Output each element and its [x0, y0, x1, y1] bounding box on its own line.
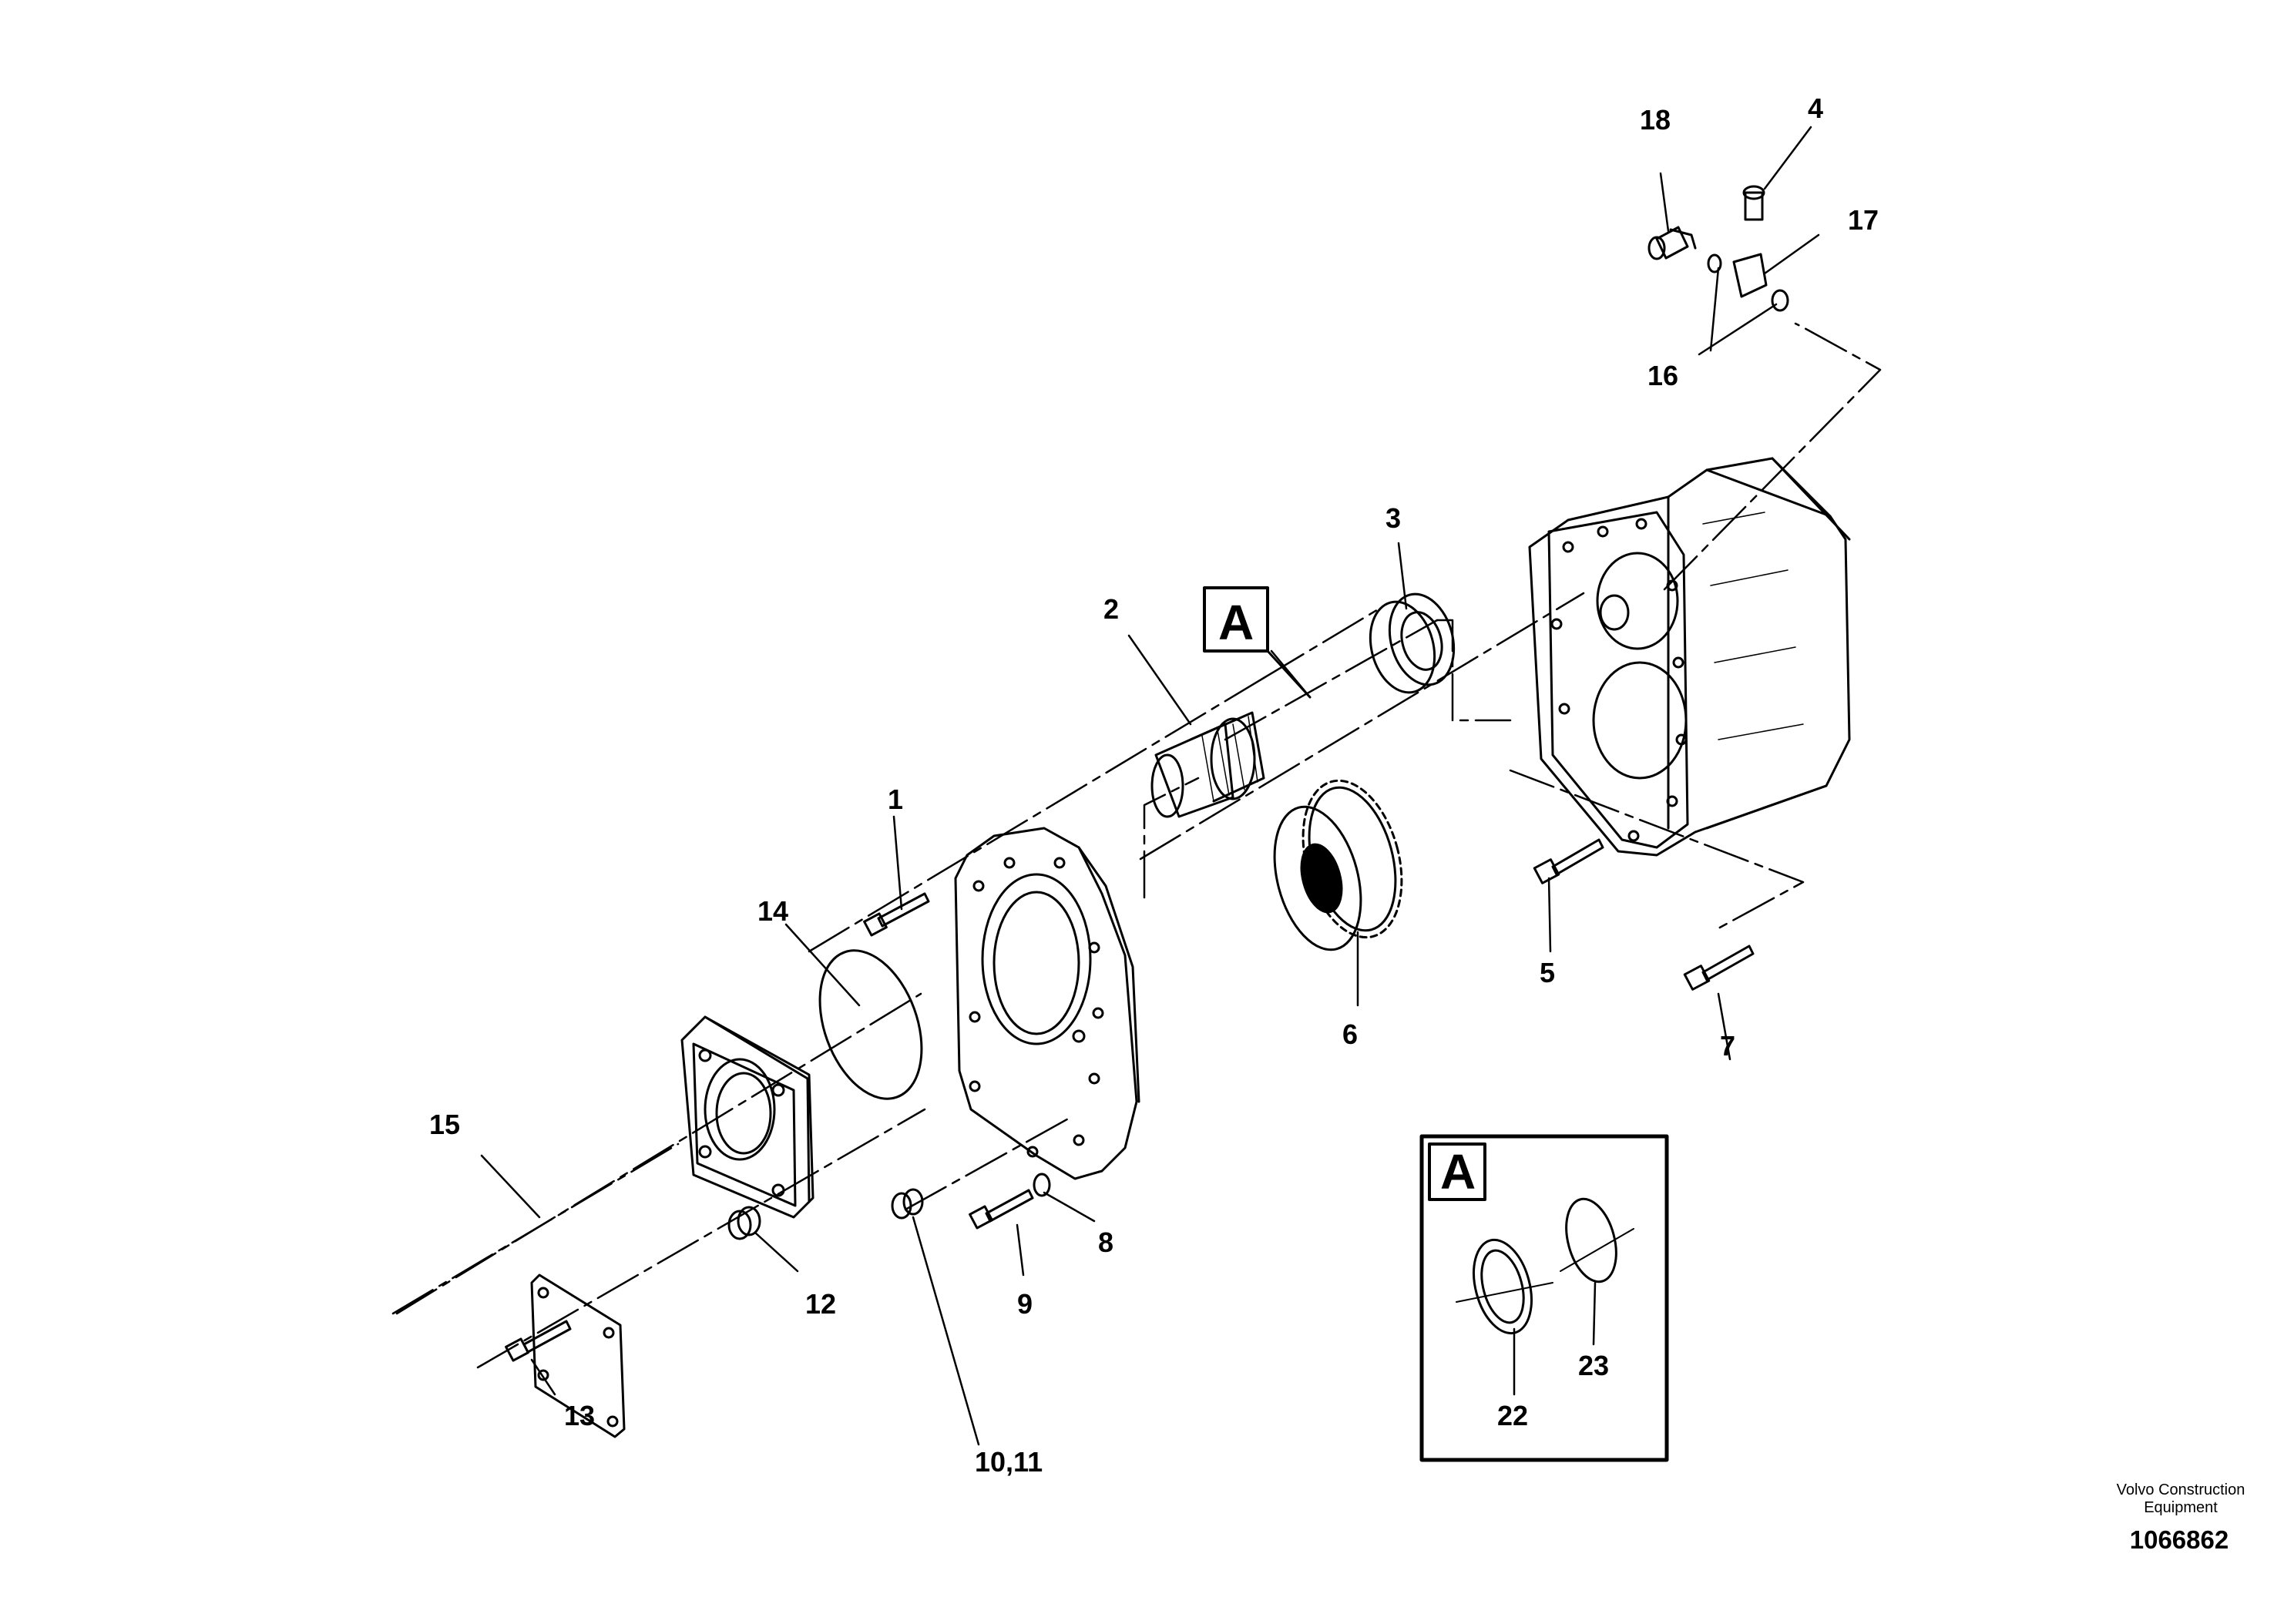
label-16: 16: [1647, 360, 1678, 391]
bolt-13: [505, 1320, 572, 1362]
pinion-shaft-gear: [1150, 711, 1265, 818]
callout-labels: 1 2 3 4 5 6 7 8 9 10,11 12 13 14 15 16 1…: [429, 92, 1879, 1478]
label-2: 2: [1103, 593, 1119, 625]
detail-marker: [1203, 586, 1312, 699]
center-lines: [391, 322, 1882, 1369]
label-3: 3: [1385, 502, 1401, 534]
bolt-7: [1683, 945, 1755, 991]
label-18: 18: [1640, 104, 1671, 136]
label-4: 4: [1808, 92, 1823, 124]
credit-block: Volvo Construction Equipment 1066862: [2117, 1481, 2245, 1554]
bolt-5: [1533, 838, 1604, 884]
leader-lines: [480, 126, 1820, 1446]
label-5: 5: [1540, 957, 1555, 988]
idler-gear: [1273, 779, 1403, 951]
label-22: 22: [1497, 1400, 1528, 1431]
end-cover-plate: [530, 1273, 626, 1438]
label-8: 8: [1098, 1226, 1113, 1258]
bolt-12: [727, 1206, 761, 1240]
label-23: 23: [1578, 1350, 1609, 1381]
reference-number: 1066862: [2130, 1525, 2229, 1554]
bolt-9: [969, 1189, 1034, 1230]
plug-10-11: [891, 1188, 924, 1220]
label-1: 1: [888, 783, 903, 815]
ball-bearing: [1369, 592, 1456, 694]
o-ring: [818, 949, 923, 1100]
label-12: 12: [805, 1288, 836, 1320]
label-15: 15: [429, 1109, 460, 1140]
gearbox-housing: [1528, 457, 1851, 857]
label-7: 7: [1720, 1030, 1735, 1062]
detail-box-title: A: [1440, 1144, 1476, 1200]
label-13: 13: [564, 1400, 595, 1431]
credit-line-2: Equipment: [2144, 1499, 2218, 1516]
square-flange: [680, 1015, 814, 1219]
shim-ring-22: [1456, 1238, 1553, 1396]
bolt-1: [863, 892, 930, 937]
label-6: 6: [1342, 1018, 1358, 1050]
detail-marker-letter: A: [1218, 595, 1254, 650]
label-14: 14: [757, 895, 788, 927]
breather-fitting-assembly: [1647, 185, 1789, 312]
front-cover-plate: [954, 827, 1140, 1180]
label-9: 9: [1017, 1288, 1033, 1320]
label-10-11: 10,11: [975, 1446, 1043, 1478]
label-17: 17: [1848, 204, 1879, 236]
washer-8: [1033, 1173, 1051, 1197]
snap-ring-23: [1560, 1197, 1634, 1346]
detail-box-a: [1419, 1134, 1669, 1462]
credit-line-1: Volvo Construction: [2117, 1481, 2245, 1498]
